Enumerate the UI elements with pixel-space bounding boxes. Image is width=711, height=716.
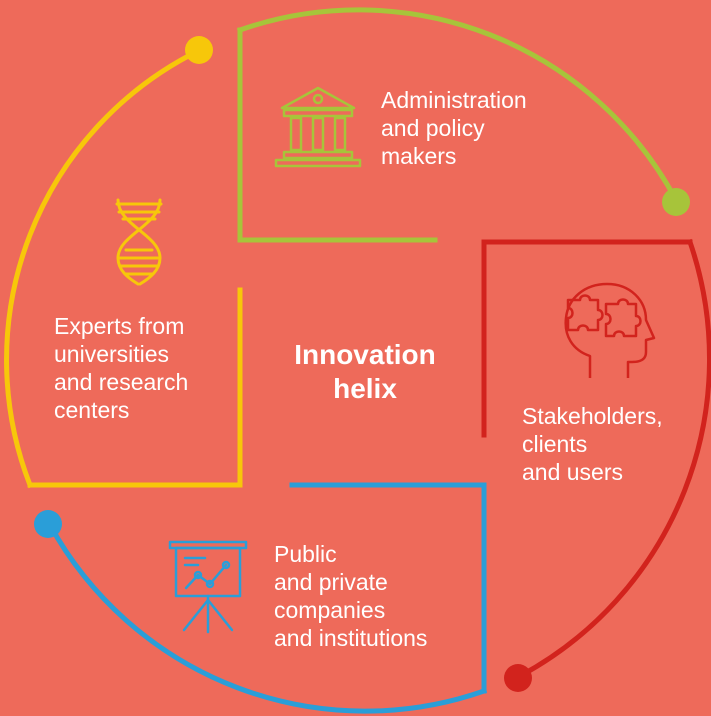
experts-segment — [4, 47, 243, 489]
stakeholders-end-dot — [504, 664, 532, 692]
companies-label: Public and private companies and institu… — [274, 541, 428, 651]
administration-segment — [236, 7, 680, 243]
stakeholders-segment — [481, 238, 711, 680]
dna-icon — [115, 198, 163, 286]
experts-end-dot — [185, 36, 213, 64]
government-building-icon — [274, 86, 362, 168]
administration-label: Administration and policy makers — [381, 87, 527, 169]
stakeholders-arc — [516, 238, 711, 680]
head-puzzle-icon — [564, 282, 656, 378]
center-title: Innovation helix — [294, 339, 436, 404]
administration-bracket — [237, 27, 438, 243]
presentation-chart-icon — [168, 540, 248, 634]
administration-arc — [236, 7, 680, 204]
stakeholders-bracket — [481, 239, 693, 438]
stakeholders-label: Stakeholders, clients and users — [522, 403, 663, 485]
experts-arc — [4, 47, 202, 489]
companies-end-dot — [34, 510, 62, 538]
companies-segment — [46, 482, 488, 714]
experts-bracket — [27, 287, 243, 488]
experts-label: Experts from universities and research c… — [54, 313, 189, 423]
administration-end-dot — [662, 188, 690, 216]
companies-arc — [46, 521, 488, 714]
companies-bracket — [289, 482, 487, 694]
